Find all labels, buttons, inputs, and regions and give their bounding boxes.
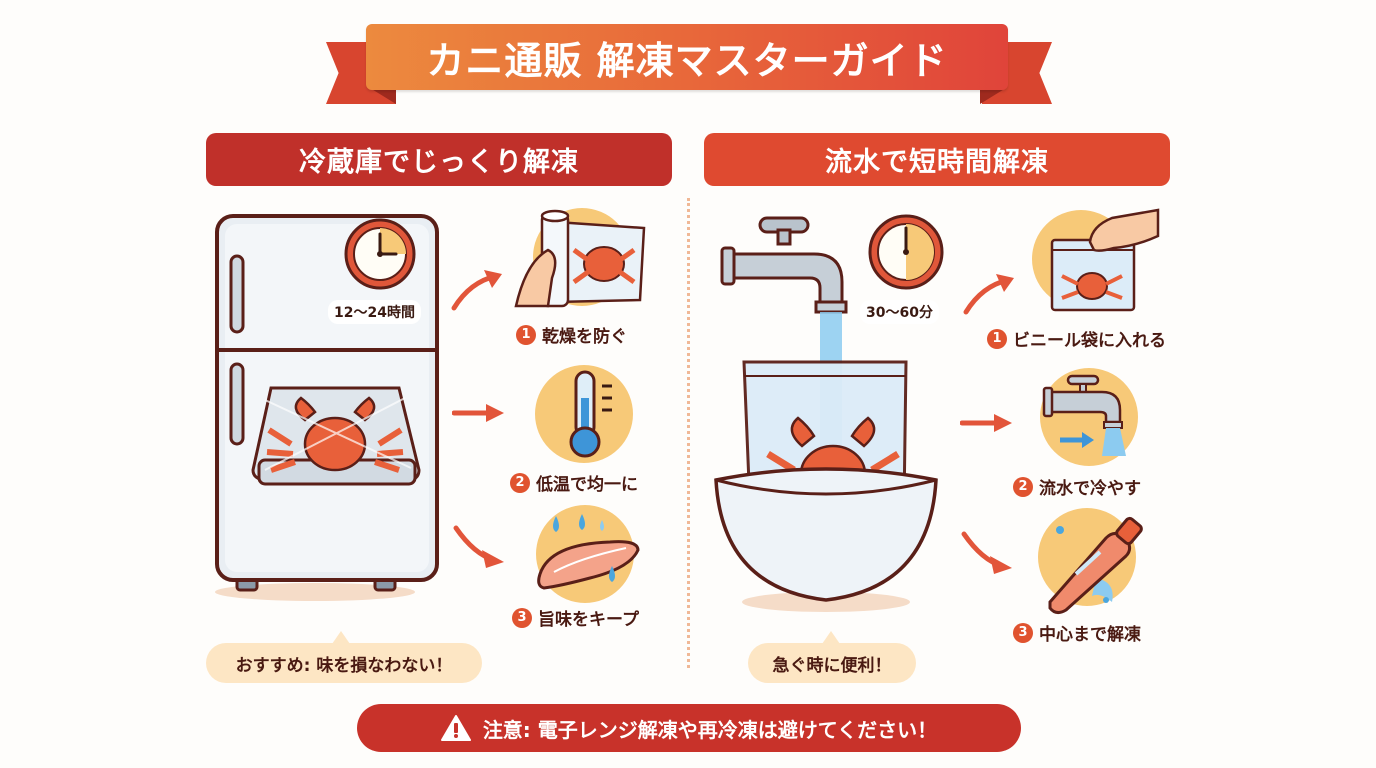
thermometer-icon [569,370,612,458]
step-text: 低温で均一に [536,475,638,495]
step-label: 2 流水で冷やす [1013,474,1141,499]
recommendation-bubble: おすすめ: 味を損なわない！ [206,631,482,683]
section-header-fridge: 冷蔵庫でじっくり解凍 [206,133,672,186]
step-label: 1 ビニール袋に入れる [987,326,1166,351]
step-number: 3 [512,607,532,628]
ziplock-bag-icon [1050,208,1160,312]
step-label: 1 乾燥を防ぐ [516,322,627,347]
thaw-time-label: 30〜60分 [860,300,939,324]
thawed-crab-leg-icon [1048,516,1143,615]
arrow-icon [963,274,1014,315]
step-text: 旨味をキープ [538,610,639,630]
step-text: 流水で冷やす [1039,479,1141,499]
clock-icon [868,214,944,290]
step-number: 2 [510,472,530,493]
tip-bubble: 急ぐ時に便利！ [748,631,916,683]
section-divider [687,198,690,668]
step-number: 3 [1013,622,1033,643]
paper-towel-wrap-icon [514,209,646,308]
thaw-time-label: 12〜24時間 [328,300,421,324]
step-label: 2 低温で均一に [510,470,638,495]
arrow-icon [453,525,504,568]
warning-text: 注意: 電子レンジ解凍や再冷凍は避けてください！ [482,717,938,742]
page-title: カニ通販 解凍マスターガイド [366,24,1008,90]
warning-banner: 注意: 電子レンジ解凍や再冷凍は避けてください！ [357,704,1021,752]
arrow-icon [961,531,1012,574]
arrow-icon [451,270,502,311]
step-number: 1 [516,324,536,345]
clock-icon [344,218,416,290]
crab-meat-icon [537,514,640,590]
step-text: 中心まで解凍 [1039,625,1141,645]
section-header-running-water: 流水で短時間解凍 [704,133,1170,186]
faucet-bowl-illustration [714,216,938,612]
arrow-icon [960,414,1012,432]
arrow-icon [452,404,504,422]
step-text: ビニール袋に入れる [1013,331,1166,351]
step-text: 乾燥を防ぐ [542,327,627,347]
faucet-icon [1042,374,1126,456]
refrigerator-illustration [215,214,439,601]
step-label: 3 旨味をキープ [512,605,639,630]
step-number: 1 [987,328,1007,349]
step-number: 2 [1013,476,1033,497]
step-label: 3 中心まで解凍 [1013,620,1141,645]
warning-triangle-icon [440,715,471,741]
